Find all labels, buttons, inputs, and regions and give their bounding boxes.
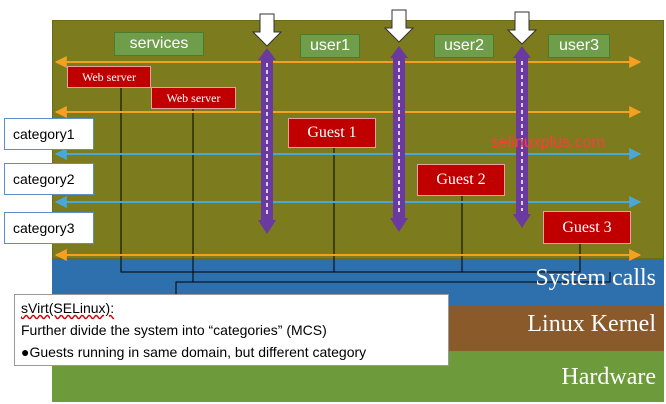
watermark-text: selinuxplus.com [491,134,605,151]
connector-web-server-1 [120,88,581,273]
down-arrow-user2 [383,9,415,43]
category2-label: category2 [4,163,94,195]
down-arrow-user3 [506,11,538,45]
user2-domain-box: user2 [434,34,494,58]
user3-domain-box: user3 [548,34,610,58]
user1-domain-box: user1 [300,34,360,58]
guest-3-box: Guest 3 [543,211,631,244]
purple-arrow-user3 [513,46,531,228]
svirt-note: sVirt(SELinux): Further divide the syste… [14,294,449,366]
category1-label: category1 [4,118,94,150]
purple-arrow-user2 [390,46,408,232]
guest-1-box: Guest 1 [288,118,376,148]
down-arrow-user1 [251,13,283,47]
purple-arrow-user1 [258,48,276,234]
category3-label: category3 [4,212,94,244]
note-line-2: Further divide the system into “categori… [21,322,327,338]
hardware-label: Hardware [561,364,656,390]
connector-syscall [175,272,611,294]
note-line-3: ●Guests running in same domain, but diff… [21,344,367,360]
services-domain-box: services [114,32,204,56]
web-server-box-2: Web server [151,87,236,109]
system-calls-label: System calls [535,265,656,291]
linux-kernel-label: Linux Kernel [527,311,656,337]
note-line-1: sVirt(SELinux): [21,300,115,316]
guest-2-box: Guest 2 [417,164,505,196]
web-server-box-1: Web server [67,66,151,88]
